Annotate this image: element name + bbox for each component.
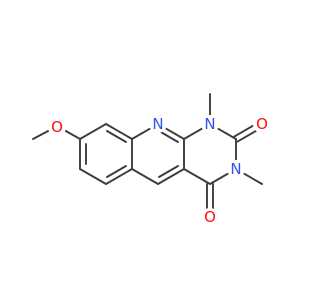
n1-nitrogen-label: N — [204, 115, 215, 133]
ring-nitrogen-backdrop — [149, 115, 167, 133]
ring-nitrogen-label: N — [152, 115, 163, 133]
c4-carbonyl-oxygen-label: O — [204, 208, 216, 226]
bond-c4-c4a — [183, 168, 211, 185]
methoxy-oxygen-label: O — [51, 118, 63, 136]
bonds — [32, 93, 265, 215]
n3-nitrogen-label: N — [230, 160, 241, 178]
c4-carbonyl-oxygen: O — [201, 208, 219, 226]
n3-nitrogen-backdrop — [227, 160, 245, 178]
bond-c5-c5a — [131, 168, 159, 185]
c2-carbonyl-oxygen: O — [253, 115, 271, 133]
n3-nitrogen: N — [227, 160, 245, 178]
bond-c6-c7 — [79, 168, 107, 185]
bond-c5a-c6 — [105, 168, 133, 185]
methoxy-oxygen: O — [48, 118, 66, 136]
c2-carbonyl-oxygen-label: O — [256, 115, 268, 133]
ring-nitrogen: N — [149, 115, 167, 133]
atom-labels: O N N N O O — [48, 115, 271, 226]
n1-nitrogen-backdrop — [201, 115, 219, 133]
bond-c9-c9a — [105, 123, 133, 140]
methoxy-oxygen-backdrop — [48, 118, 66, 136]
c2-carbonyl-oxygen-backdrop — [253, 115, 271, 133]
bond-c5a-c6-inner — [106, 165, 127, 178]
bond-n10-c10a-inner — [158, 130, 179, 143]
molecule-structure: O N N N O O — [32, 93, 271, 226]
bond-c4a-c5 — [157, 168, 185, 185]
bond-c4a-c5-inner — [158, 165, 179, 178]
bond-c9-c9a-inner — [106, 130, 127, 143]
bond-o-c8 — [63, 129, 81, 140]
n1-nitrogen: N — [201, 115, 219, 133]
c4-carbonyl-oxygen-backdrop — [201, 208, 219, 226]
bond-methyl-o — [32, 129, 51, 140]
bond-c8-c9 — [79, 123, 107, 140]
